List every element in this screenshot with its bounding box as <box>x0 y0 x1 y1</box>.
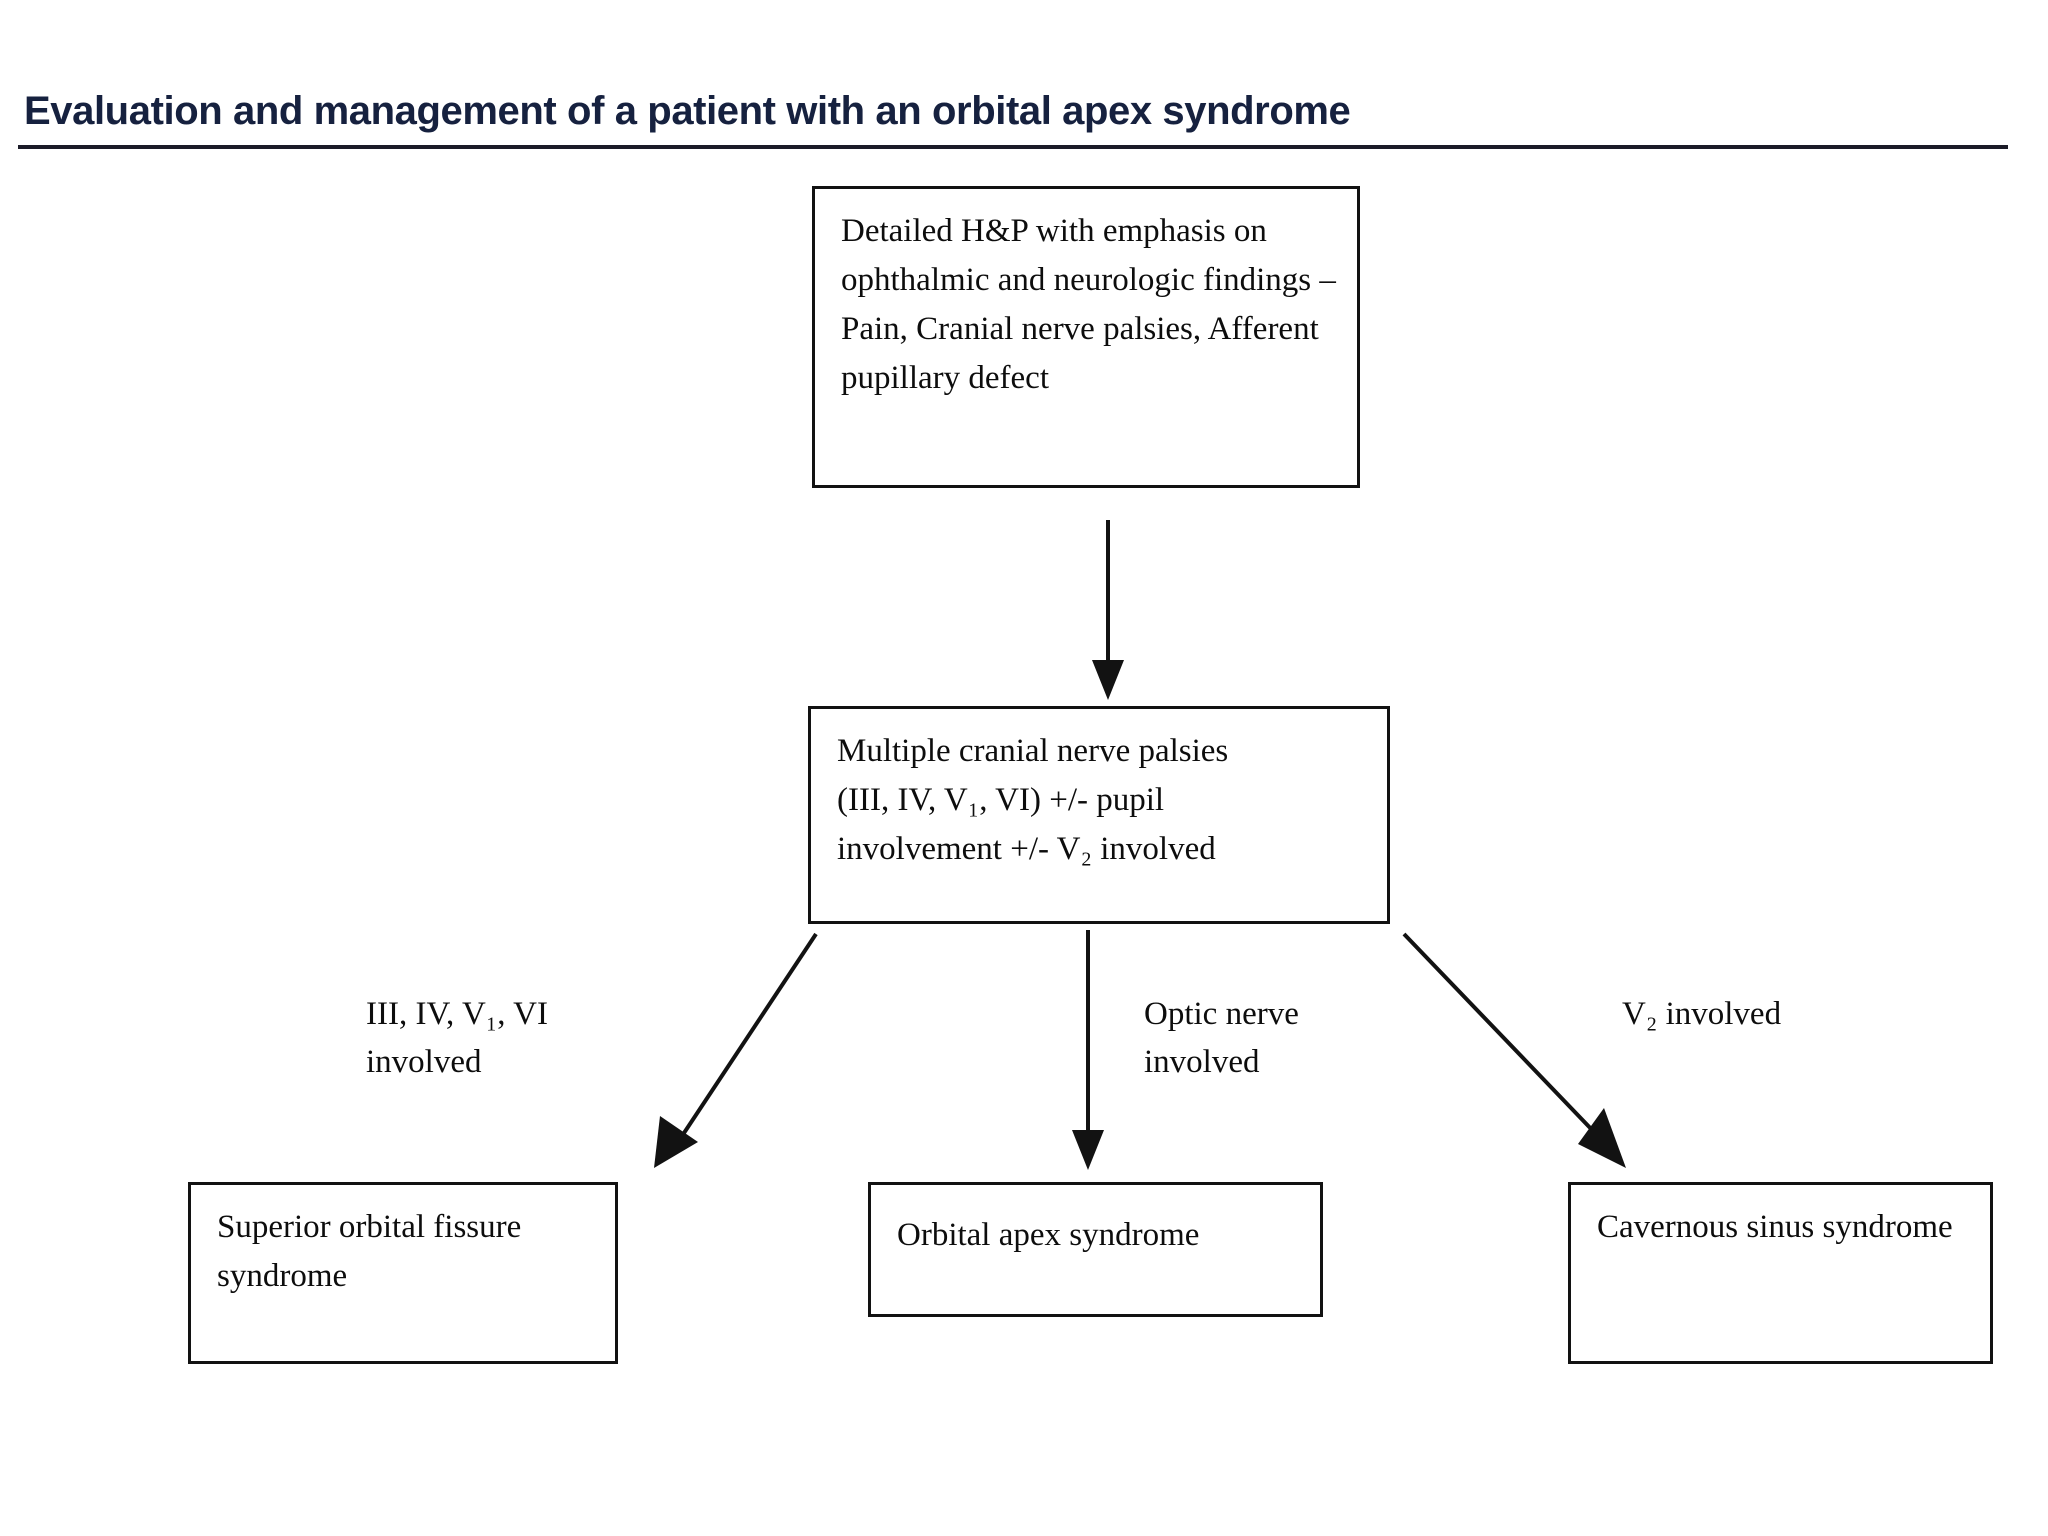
edge-label-left-line-2: involved <box>366 1044 482 1080</box>
flow-node-superior-orbital-fissure-syndrome: Superior orbital fissure syndrome <box>188 1182 618 1364</box>
arrow-branch-middle-to-orbital-apex <box>1072 930 1104 1170</box>
arrow-branch-right-to-cavernous-sinus <box>1402 932 1626 1168</box>
flow-node-cavernous-sinus-syndrome: Cavernous sinus syndrome <box>1568 1182 1993 1364</box>
flow-node-history-and-physical: Detailed H&P with emphasis on ophthalmic… <box>812 186 1360 488</box>
title-divider <box>18 145 2008 149</box>
flow-node-cavernous-sinus-syndrome-label: Cavernous sinus syndrome <box>1597 1209 1953 1245</box>
flow-node-multiple-cranial-nerve-palsies-label: Multiple cranial nerve palsies (III, IV,… <box>837 727 1373 874</box>
edge-label-middle-line-1: Optic nerve <box>1144 996 1299 1032</box>
flow-node-orbital-apex-syndrome: Orbital apex syndrome <box>868 1182 1323 1317</box>
edge-label-right: V₂ involved <box>1622 996 1782 1032</box>
edge-label-left-line-1: III, IV, V₁, VI <box>366 996 548 1032</box>
arrow-hp-to-palsies <box>1092 520 1124 700</box>
page-title: Evaluation and management of a patient w… <box>24 89 1351 133</box>
edge-label-middle-line-2: involved <box>1144 1044 1260 1080</box>
flow-node-history-and-physical-label: Detailed H&P with emphasis on ophthalmic… <box>841 213 1336 396</box>
edge-label-left: III, IV, V₁, VI involved <box>366 990 548 1086</box>
flow-node-multiple-cranial-nerve-palsies: Multiple cranial nerve palsies (III, IV,… <box>808 706 1390 924</box>
flow-node-superior-orbital-fissure-syndrome-label: Superior orbital fissure syndrome <box>217 1209 522 1294</box>
flow-node-orbital-apex-syndrome-label: Orbital apex syndrome <box>897 1217 1200 1253</box>
arrow-branch-left-to-superior-orbital-fissure <box>654 932 818 1168</box>
palsies-line-2: (III, IV, V₁, VI) +/- pupil <box>837 782 1165 818</box>
palsies-line-3: involvement +/- V₂ involved <box>837 831 1216 867</box>
palsies-line-1: Multiple cranial nerve palsies <box>837 733 1229 769</box>
edge-label-middle: Optic nerve involved <box>1144 990 1299 1086</box>
title-block: Evaluation and management of a patient w… <box>0 88 2048 158</box>
